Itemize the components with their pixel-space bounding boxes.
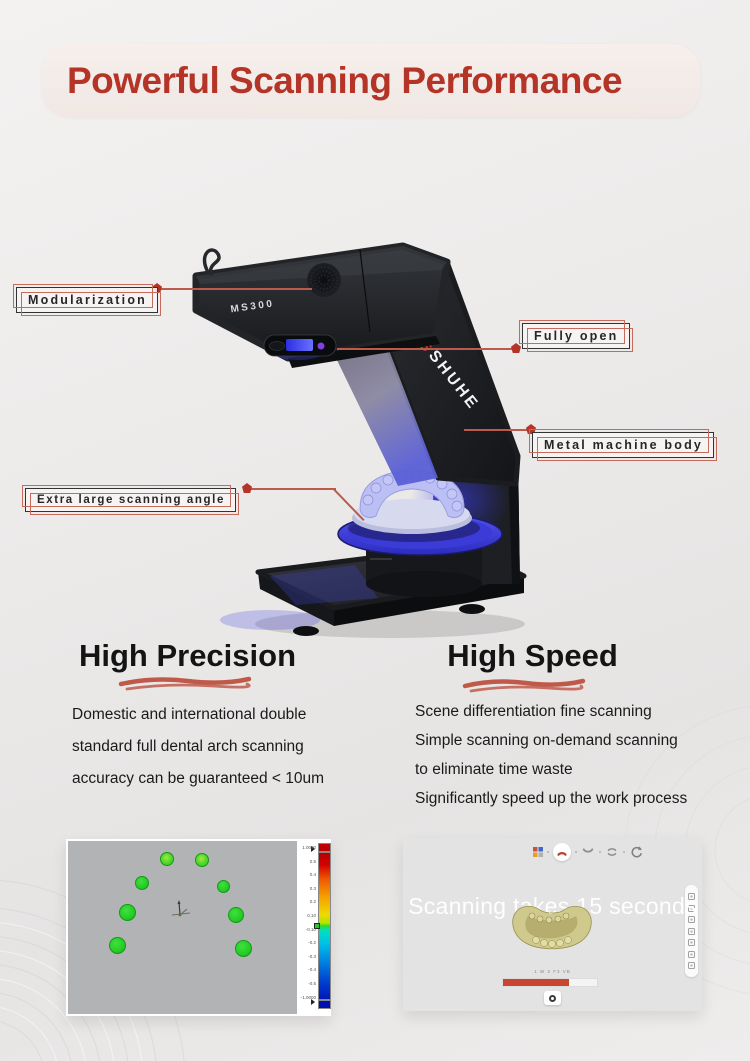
speaker-grille bbox=[307, 263, 341, 297]
colorbar-strip: 1.0000 0.5 0.4 0.3 0.2 0.10 -0.10 -0.2 -0.3 -0.4 -… bbox=[297, 839, 331, 1016]
jaw-orientation-marker: L bbox=[549, 910, 553, 916]
scanner-image: S SHUHE MS300 bbox=[192, 242, 527, 638]
speed-text-line: Significantly speed up the work process bbox=[415, 790, 688, 807]
scanner-lens bbox=[263, 334, 337, 360]
colorbar-tick-label: -0.10 bbox=[305, 926, 316, 932]
progress-caption: 1 W 2 F3 VB bbox=[534, 969, 571, 974]
callout-scan-angle: Extra large scanning angle bbox=[25, 488, 236, 512]
scan-target-dot bbox=[228, 907, 244, 923]
scanned-jaw-model: L bbox=[512, 906, 592, 950]
palette-icon[interactable] bbox=[533, 847, 543, 857]
callout-fully-open: Fully open bbox=[522, 323, 630, 349]
heading-high-precision: High Precision bbox=[78, 638, 297, 673]
gear-icon bbox=[549, 994, 556, 1002]
callout-metal-body: Metal machine body bbox=[532, 432, 715, 458]
leader-metal-body bbox=[464, 429, 532, 431]
axis-triad-icon bbox=[171, 900, 191, 917]
colorbar-tick-label: 0.2 bbox=[309, 899, 316, 905]
side-tool-icon[interactable] bbox=[688, 916, 695, 923]
upper-arch-tool-selected[interactable] bbox=[553, 843, 571, 861]
colorbar-tick-label: -0.5 bbox=[308, 981, 316, 986]
colorbar-tick-label: -1.0000 bbox=[300, 994, 316, 1000]
scanner-arm-top: MS300 bbox=[192, 242, 451, 368]
leader-dot-fully-open bbox=[511, 343, 521, 353]
colorbar-tick-label: 0.4 bbox=[309, 872, 316, 878]
scan-target-dot bbox=[216, 879, 230, 893]
colorbar-tick-label: -0.4 bbox=[308, 967, 316, 973]
toolbar-separator-dot bbox=[575, 851, 577, 853]
precision-plot bbox=[68, 841, 297, 1014]
refresh-icon[interactable] bbox=[629, 845, 643, 859]
settings-button[interactable] bbox=[544, 991, 561, 1005]
colorbar-tick-label: -0.2 bbox=[308, 940, 316, 946]
upper-arch-icon bbox=[557, 852, 567, 856]
scan-target-dot bbox=[160, 852, 174, 866]
leader-dot-scan-angle bbox=[242, 483, 252, 493]
scan-target-dot bbox=[234, 939, 252, 957]
side-tool-icon[interactable] bbox=[688, 893, 695, 900]
colorbar-tick-label: 0.10 bbox=[307, 913, 316, 918]
colorbar-tick-label: 1.0000 bbox=[302, 845, 316, 850]
side-tool-icon[interactable] bbox=[688, 904, 695, 912]
side-tool-icon[interactable] bbox=[688, 927, 695, 935]
toolbar-separator-dot bbox=[623, 851, 625, 853]
speed-text-line: Simple scanning on-demand scanning bbox=[415, 732, 678, 749]
colorbar-cap-max bbox=[318, 843, 331, 852]
cable-icon bbox=[202, 248, 221, 276]
side-tool-icon[interactable] bbox=[688, 939, 695, 946]
progress-bar bbox=[502, 978, 598, 987]
side-tool-icon[interactable] bbox=[688, 962, 695, 969]
scan-target-dot bbox=[108, 936, 126, 954]
both-jaws-icon[interactable] bbox=[605, 845, 619, 859]
speed-text-line: Scene differentiation fine scanning bbox=[415, 703, 652, 720]
colorbar-ticks: 1.0000 0.5 0.4 0.3 0.2 0.10 -0.10 -0.2 -0.3 -0.4 -… bbox=[297, 839, 331, 1016]
colorbar-tick-label: 0.5 bbox=[309, 858, 316, 864]
page-title-banner: Powerful Scanning Performance bbox=[42, 44, 700, 117]
scan-target-dot bbox=[135, 876, 149, 890]
scan-software-panel: Scanning takes 15 seconds L 1 W 2 F3 VB bbox=[403, 838, 702, 1011]
dental-model bbox=[348, 469, 480, 542]
callout-scan-angle-label: Extra large scanning angle bbox=[37, 494, 225, 506]
leader-fully-open bbox=[337, 348, 517, 350]
page-title: Powerful Scanning Performance bbox=[67, 59, 623, 101]
callout-modularization-label: Modularization bbox=[28, 293, 147, 307]
colorbar-tick-label: 0.3 bbox=[309, 885, 316, 891]
software-side-toolbar bbox=[685, 885, 698, 977]
colorbar-zero-marker bbox=[314, 923, 320, 929]
toolbar-separator-dot bbox=[547, 851, 549, 853]
brush-underline-speed bbox=[462, 678, 586, 693]
software-toolbar bbox=[533, 843, 643, 861]
colorbar-tick-label: -0.3 bbox=[308, 953, 316, 959]
colorbar-cap-min bbox=[318, 1000, 331, 1009]
precision-text-line: Domestic and international double bbox=[72, 706, 307, 723]
callout-modularization: Modularization bbox=[16, 287, 158, 313]
speed-text-line: to eliminate time waste bbox=[415, 761, 573, 778]
precision-text-line: accuracy can be guaranteed < 10um bbox=[72, 770, 325, 787]
precision-text-line: standard full dental arch scanning bbox=[72, 738, 304, 755]
side-tool-icon[interactable] bbox=[688, 950, 695, 958]
progress-bar-fill bbox=[503, 979, 569, 986]
leader-scan-angle bbox=[250, 488, 336, 490]
brush-underline-precision bbox=[118, 676, 252, 691]
callout-metal-body-label: Metal machine body bbox=[544, 438, 704, 452]
precision-test-panel: 1.0000 0.5 0.4 0.3 0.2 0.10 -0.10 -0.2 -0.3 -0.4 -… bbox=[66, 839, 331, 1016]
leader-modularization bbox=[160, 288, 312, 290]
lower-arch-icon[interactable] bbox=[581, 846, 595, 858]
toolbar-separator-dot bbox=[599, 851, 601, 853]
heading-high-speed: High Speed bbox=[447, 638, 618, 673]
scan-target-dot bbox=[118, 903, 136, 921]
colorbar-arrow-bottom bbox=[311, 999, 315, 1005]
callout-fully-open-label: Fully open bbox=[534, 329, 619, 343]
colorbar-arrow-top bbox=[311, 846, 315, 852]
scan-target-dot bbox=[195, 853, 209, 867]
